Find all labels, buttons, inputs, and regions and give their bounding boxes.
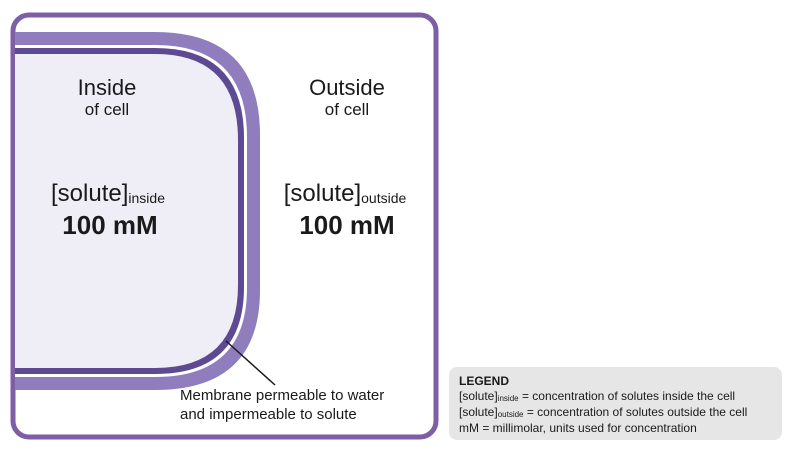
- membrane-pointer-line: [225, 340, 276, 386]
- inside-title: Inside: [77, 75, 137, 100]
- outside-concentration-label: [solute]outside: [283, 180, 407, 207]
- inside-concentration-label: [solute]inside: [51, 180, 165, 207]
- legend-box: LEGEND [solute]inside = concentration of…: [449, 367, 782, 440]
- cell-interior: [15, 54, 238, 368]
- membrane-label-line1: Membrane permeable to water: [180, 387, 385, 404]
- inside-concentration-value: 100 mM: [62, 210, 158, 240]
- membrane-label: Membrane permeable to water and impermea…: [180, 386, 410, 424]
- legend-row-inside: [solute]inside = concentration of solute…: [459, 389, 736, 403]
- legend-title: LEGEND: [459, 374, 510, 388]
- outside-title: Outside: [309, 75, 385, 100]
- outside-subtitle: of cell: [324, 100, 370, 119]
- legend-row-units: mM = millimolar, units used for concentr…: [459, 421, 697, 435]
- membrane-label-line2: and impermeable to solute: [180, 406, 357, 423]
- outside-concentration-value: 100 mM: [299, 210, 395, 240]
- inside-subtitle: of cell: [84, 100, 130, 119]
- legend-row-outside: [solute]outside = concentration of solut…: [459, 405, 748, 419]
